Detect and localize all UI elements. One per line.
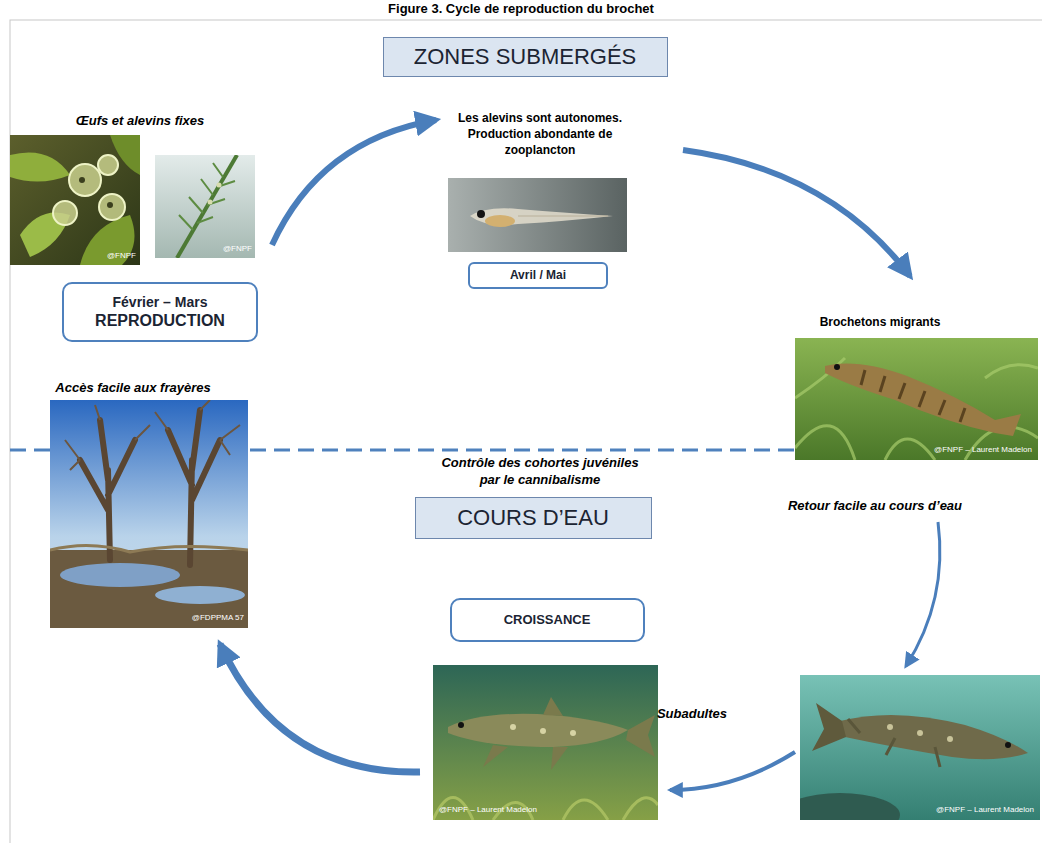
subadult-pike-photo <box>780 793 900 837</box>
stage-box: Février – MarsREPRODUCTION <box>62 282 258 342</box>
node-text: CROISSANCE <box>504 612 591 628</box>
subadult-pike-photo <box>848 719 940 767</box>
figure-title: Figure 3. Cycle de reproduction du broch… <box>0 1 1042 16</box>
floodplain-photo <box>65 400 240 470</box>
eggs-photo <box>99 194 125 220</box>
subadult-pike-photo <box>917 730 923 736</box>
larva-photo <box>477 210 485 218</box>
period-box: Avril / Mai <box>468 262 608 289</box>
grass-photo <box>155 155 255 258</box>
growing-pike-photo <box>433 798 658 821</box>
floodplain-photo <box>80 410 220 565</box>
eggs-photo <box>10 135 140 265</box>
floodplain-photo <box>50 400 248 628</box>
grass-photo <box>179 163 235 230</box>
growing-pike-photo <box>626 715 655 757</box>
growing-pike-photo <box>483 697 568 770</box>
photo-caption: Œufs et alevins fixes <box>40 112 240 129</box>
growing-pike-photo <box>540 728 546 734</box>
photo-caption: Brochetons migrants <box>790 314 970 330</box>
grass-photo <box>208 200 213 205</box>
cycle-arrows <box>906 522 940 666</box>
young-pike-photo <box>834 364 840 370</box>
floodplain-photo <box>50 545 248 552</box>
subadult-pike-photo <box>1005 742 1011 748</box>
young-pike-photo <box>795 338 1038 460</box>
larva-photo <box>518 216 608 217</box>
zone-band-title: ZONES SUBMERGÉS <box>383 37 668 77</box>
young-pike-photo <box>861 370 965 422</box>
subadult-pike-photo <box>840 715 1028 759</box>
node-text: ZONES SUBMERGÉS <box>414 44 636 70</box>
photo-caption: Accès facile aux frayères <box>23 379 243 396</box>
floodplain-photo <box>50 400 248 628</box>
larva-photo <box>485 215 515 227</box>
photo-caption: Retour facile au cours d’eau <box>765 497 985 514</box>
floodplain-photo <box>155 586 245 604</box>
stage-note: Contrôle des cohortes juvéniles par le c… <box>430 454 650 488</box>
photo-caption: Subadultes <box>642 705 742 722</box>
photo-credit: @FNPF – Laurent Madelon <box>439 805 581 815</box>
young-pike-photo <box>825 364 1021 436</box>
subadult-pike-photo <box>887 724 893 730</box>
floodplain-photo <box>50 550 248 628</box>
floodplain-photo <box>60 563 180 587</box>
grass-photo <box>155 155 255 258</box>
photo-credit: @FNPF <box>196 244 252 254</box>
eggs-photo <box>107 202 113 208</box>
node-text: Avril / Mai <box>510 268 566 282</box>
cycle-arrows <box>683 150 910 276</box>
young-pike-photo <box>795 338 1038 460</box>
grass-photo <box>177 155 237 258</box>
eggs-photo <box>98 155 118 175</box>
subadult-pike-photo <box>780 675 1040 837</box>
subadult-pike-photo <box>812 703 846 751</box>
node-text: COURS D’EAU <box>457 505 609 531</box>
node-text: Février – Mars <box>113 294 208 311</box>
cycle-arrows <box>220 644 420 772</box>
eggs-photo <box>10 153 70 182</box>
stage-note: Les alevins sont autonomes. Production a… <box>445 110 635 158</box>
eggs-photo <box>10 135 140 265</box>
cycle-arrows <box>272 120 436 245</box>
stage-box: CROISSANCE <box>450 598 645 642</box>
larva-photo <box>448 178 627 252</box>
zone-band-title: COURS D’EAU <box>415 497 652 539</box>
photo-credit: @FNPF – Laurent Madelon <box>892 805 1034 815</box>
node-text: REPRODUCTION <box>95 311 225 330</box>
cycle-arrows <box>670 752 795 790</box>
grass-photo <box>217 183 222 188</box>
photo-credit: @FDPPMA 57 <box>150 613 244 623</box>
cycle-arrows <box>220 120 940 790</box>
figure-frame <box>10 20 1042 843</box>
eggs-photo <box>69 164 101 196</box>
growing-pike-photo <box>510 724 516 730</box>
larva-photo <box>448 178 627 252</box>
growing-pike-photo <box>433 665 658 820</box>
figure-frame <box>10 20 1042 843</box>
growing-pike-photo <box>448 714 628 747</box>
eggs-photo <box>53 201 77 225</box>
eggs-photo <box>79 177 85 183</box>
photo-credit: @FNPF – Laurent Madelon <box>890 445 1032 455</box>
growing-pike-photo <box>433 665 658 820</box>
young-pike-photo <box>795 358 1038 460</box>
growing-pike-photo <box>458 722 464 728</box>
subadult-pike-photo <box>947 736 953 742</box>
photo-credit: @FNPF <box>80 251 136 261</box>
growing-pike-photo <box>570 730 576 736</box>
